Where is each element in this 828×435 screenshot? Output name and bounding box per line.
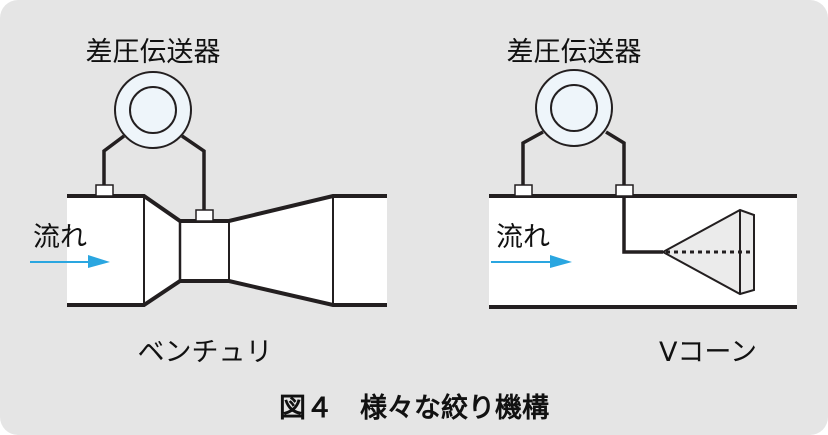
flow-arrow-icon — [491, 255, 572, 268]
transmitter-gauge-icon — [535, 69, 613, 147]
left-transmitter-label: 差圧伝送器 — [85, 37, 221, 68]
pressure-tap-icon — [95, 184, 114, 197]
flow-arrow-icon — [30, 255, 110, 268]
pressure-tap-icon — [514, 184, 533, 197]
figure-caption: 図４ 様々な絞り機構 — [279, 393, 549, 424]
venturi-tube — [67, 194, 387, 307]
pressure-tap-icon — [195, 209, 214, 222]
venturi-impulse-lines — [102, 134, 206, 218]
v-cone-element — [660, 208, 755, 296]
left-flow-label: 流れ — [33, 222, 87, 253]
transmitter-gauge-icon — [114, 71, 192, 149]
pressure-tap-icon — [615, 184, 634, 197]
right-flow-label: 流れ — [496, 222, 550, 253]
right-transmitter-label: 差圧伝送器 — [506, 37, 642, 68]
venturi-label: ベンチュリ — [137, 337, 273, 368]
vcone-impulse-lines — [521, 130, 663, 254]
vcone-label: Vコーン — [658, 337, 758, 368]
